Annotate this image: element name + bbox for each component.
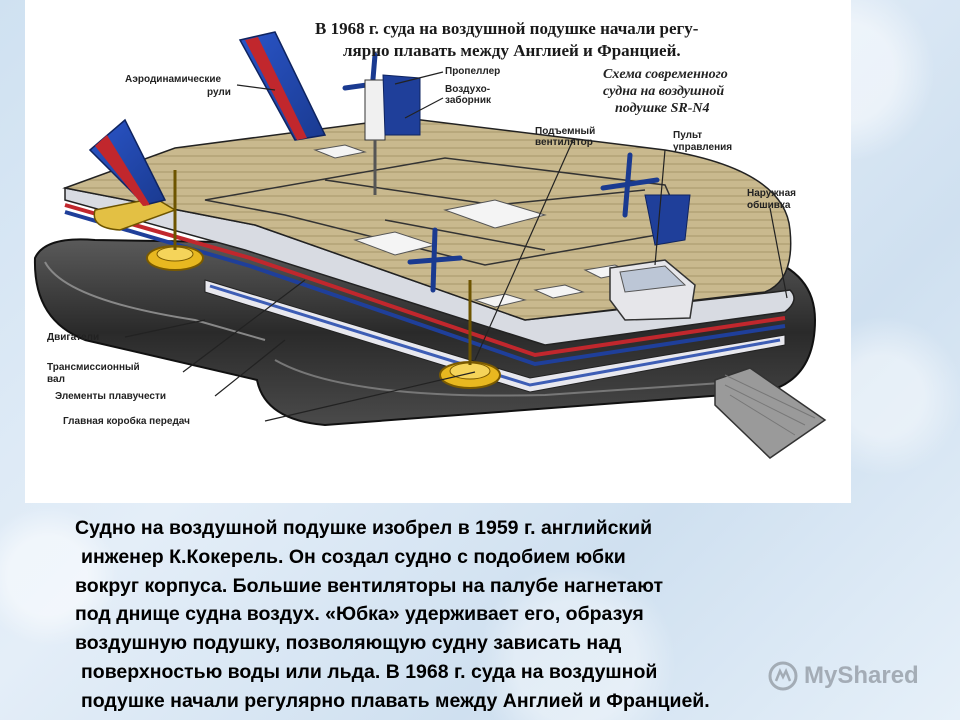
label-buoyancy: Элементы плавучести: [55, 391, 166, 402]
caption-line-1: Судно на воздушной подушке изобрел в 195…: [75, 517, 653, 539]
caption-line-4: под днище судна воздух. «Юбка» удерживае…: [75, 603, 644, 626]
hovercraft-diagram: В 1968 г. суда на воздушной подушке нача…: [25, 0, 851, 503]
label-lift-fan-2: вентилятор: [535, 137, 593, 148]
air-intake: [382, 74, 421, 136]
engine: [93, 197, 177, 231]
label-shaft-1: Трансмиссионный: [47, 362, 140, 373]
scheme-title-line3: подушке SR-N4: [615, 101, 710, 116]
caption-line-3: вокруг корпуса. Большие вентиляторы на п…: [75, 574, 663, 597]
caption-line-5: воздушную подушку, позволяющую судну зав…: [75, 632, 622, 655]
propeller-mid: [407, 227, 463, 293]
description-paragraph: Судно на воздушной подушке изобрел в 195…: [75, 514, 875, 716]
scheme-title-line1: Схема современного: [603, 67, 728, 82]
label-aero-rudders-1: Аэродинамические: [125, 74, 222, 85]
label-air-intake-1: Воздухо-: [445, 84, 490, 95]
watermark-text: MyShared: [804, 662, 919, 689]
label-control-1: Пульт: [673, 130, 702, 141]
label-shaft-2: вал: [47, 374, 65, 385]
watermark: MyShared: [768, 656, 919, 696]
label-aero-rudders-2: рули: [207, 87, 231, 98]
label-engines: Двигатели: [47, 332, 99, 343]
diagram-header-line1: В 1968 г. суда на воздушной подушке нача…: [315, 19, 699, 38]
myshared-logo-icon: [768, 661, 798, 691]
label-propeller: Пропеллер: [445, 66, 500, 77]
label-control-2: управления: [673, 142, 732, 153]
caption-line-6: поверхностью воды или льда. В 1968 г. су…: [81, 660, 658, 683]
hovercraft-illustration: В 1968 г. суда на воздушной подушке нача…: [33, 19, 827, 459]
label-hull-skin-2: обшивка: [747, 199, 791, 211]
label-lift-fan-1: Подъемный: [535, 126, 595, 137]
scheme-title-line2: судна на воздушной: [603, 84, 724, 99]
propeller-front: [600, 152, 660, 218]
bow-ramp: [714, 367, 827, 459]
label-air-intake-2: заборник: [445, 94, 492, 106]
caption-line-7: подушке начали регулярно плавать между А…: [81, 689, 710, 712]
label-gearbox: Главная коробка передач: [63, 415, 190, 427]
caption-line-2: инженер К.Кокерель. Он создал судно с по…: [81, 545, 626, 568]
diagram-header-line2: лярно плавать между Англией и Францией.: [343, 41, 681, 60]
label-hull-skin-1: Наружная: [747, 188, 796, 199]
